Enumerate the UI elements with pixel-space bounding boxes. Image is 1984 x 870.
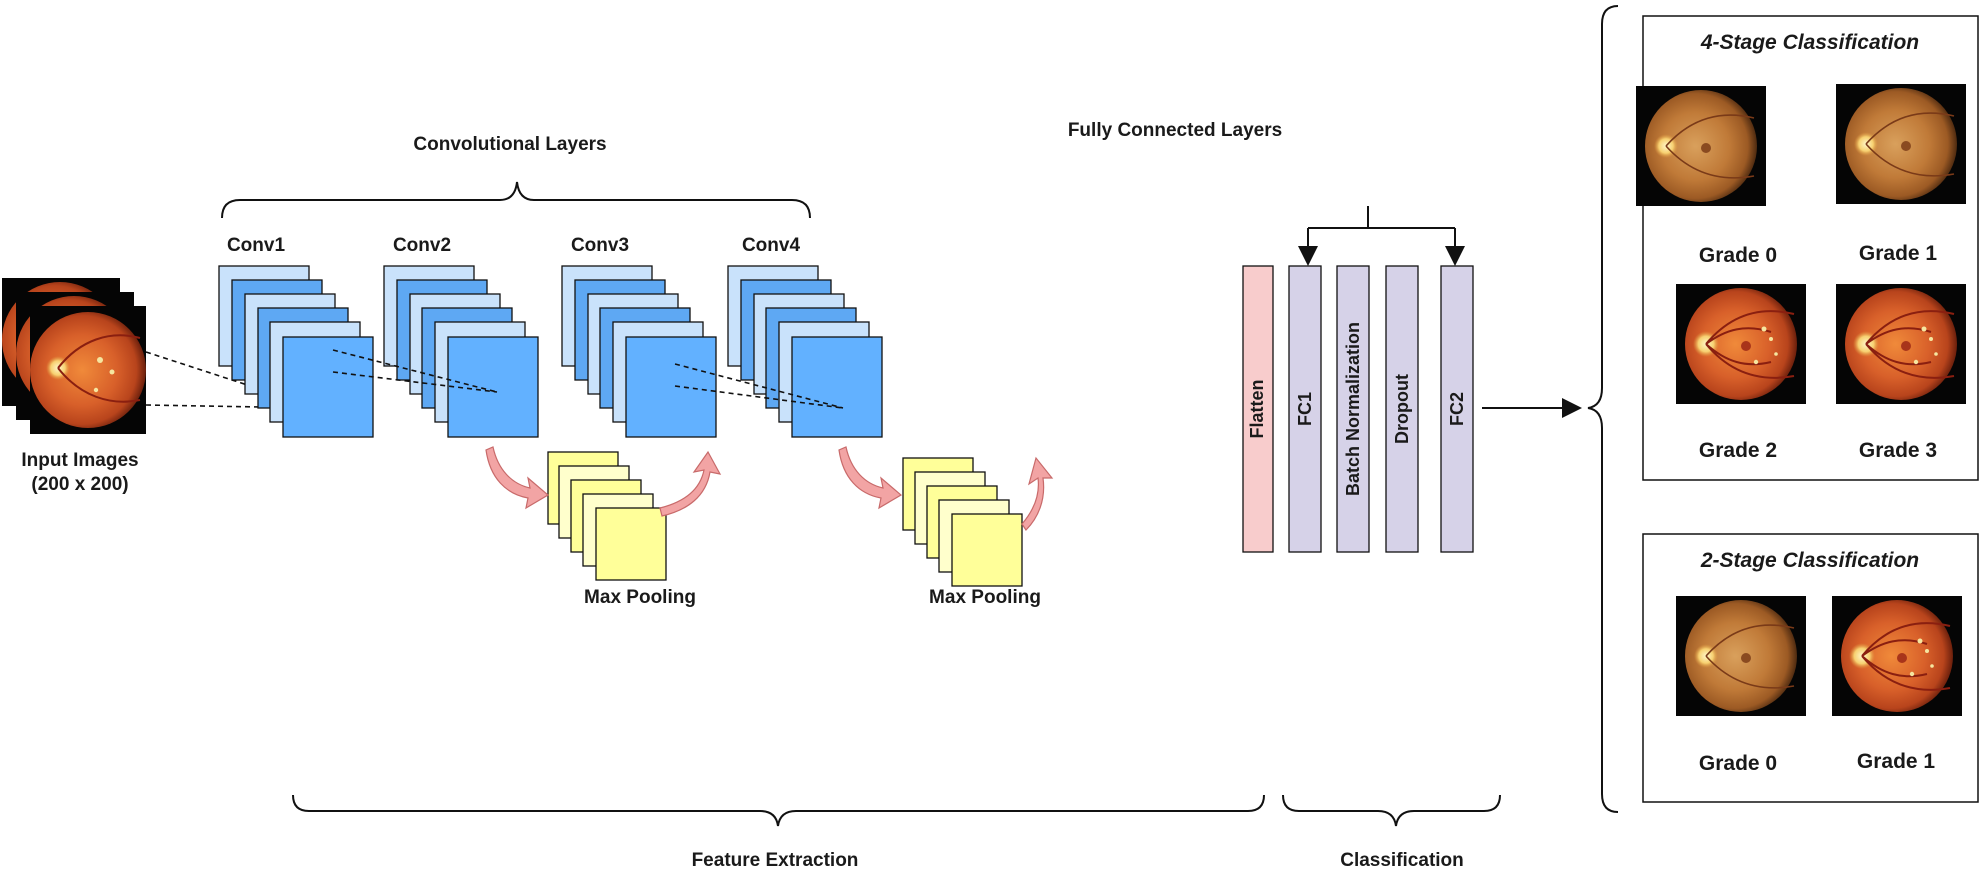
dropout-layer: Dropout <box>1385 265 1419 553</box>
flatten-layer: Flatten <box>1242 265 1274 553</box>
fc-group-label: Fully Connected Layers <box>1068 120 1282 141</box>
curved-arrow-icon <box>659 450 722 517</box>
stage4-panel: 4-Stage Classification Grade 0 Grade 1 G… <box>1635 15 1979 481</box>
conv-connection-lines <box>332 349 844 409</box>
grade-label: Grade 0 <box>1699 752 1777 775</box>
stage4-grade2: Grade 2 <box>1675 283 1807 462</box>
maxpool1-block: Max Pooling <box>547 451 696 608</box>
stage2-grade0: Grade 0 <box>1675 595 1807 775</box>
pool-map <box>951 513 1023 587</box>
fundus-image <box>1835 283 1967 405</box>
batchnorm-layer: Batch Normalization <box>1336 265 1370 553</box>
fc-layers: Flatten FC1 Batch Normalization Dropout … <box>1242 265 1474 553</box>
conv1-block: Conv1 <box>218 235 374 438</box>
input-size: (200 x 200) <box>31 474 128 495</box>
curved-arrow-icon <box>838 446 903 510</box>
fc-branch-arrows <box>1298 206 1465 266</box>
stage2-grade1: Grade 1 <box>1831 595 1963 773</box>
fundus-image <box>1835 83 1967 205</box>
output-brace <box>1587 5 1619 813</box>
fc2-layer: FC2 <box>1440 265 1474 553</box>
conv-group-brace <box>221 181 811 219</box>
feature-map <box>625 336 717 438</box>
fc1-label: FC1 <box>1295 392 1315 426</box>
classification-brace <box>1282 794 1501 827</box>
fc2-label: FC2 <box>1447 392 1467 426</box>
fundus-image <box>1675 595 1807 717</box>
input-image-front <box>30 306 146 434</box>
input-title: Input Images <box>21 450 138 471</box>
conv2-label: Conv2 <box>393 235 451 256</box>
fundus-image <box>1675 283 1807 405</box>
stage4-grade3: Grade 3 <box>1835 283 1967 462</box>
grade-label: Grade 1 <box>1859 242 1938 265</box>
stage2-panel: 2-Stage Classification Grade 0 Grade 1 <box>1642 533 1979 803</box>
grade-label: Grade 1 <box>1857 750 1936 773</box>
grade-label: Grade 3 <box>1859 439 1937 462</box>
grade-label: Grade 2 <box>1699 439 1777 462</box>
feature-map <box>791 336 883 438</box>
grade-label: Grade 0 <box>1699 244 1777 267</box>
dropout-label: Dropout <box>1392 374 1412 444</box>
flatten-label: Flatten <box>1247 379 1267 438</box>
curved-arrow-icon <box>485 446 550 510</box>
conv-group-label: Convolutional Layers <box>413 134 606 155</box>
feature-extraction-label: Feature Extraction <box>692 850 859 870</box>
conv1-label: Conv1 <box>227 235 286 256</box>
maxpool2-label: Max Pooling <box>929 587 1041 608</box>
conv2-block: Conv2 <box>383 235 539 438</box>
maxpool2-block: Max Pooling <box>902 457 1041 608</box>
conv3-label: Conv3 <box>571 235 629 256</box>
conv3-block: Conv3 <box>561 235 717 438</box>
feature-extraction-brace <box>292 794 1265 827</box>
maxpool1-label: Max Pooling <box>584 587 696 608</box>
fc1-layer: FC1 <box>1288 265 1322 553</box>
conv4-label: Conv4 <box>742 235 801 256</box>
stage2-title: 2-Stage Classification <box>1700 549 1919 572</box>
conv4-block: Conv4 <box>727 235 883 438</box>
stage4-grade0: Grade 0 <box>1635 85 1777 267</box>
pool-map <box>595 507 667 581</box>
batchnorm-label: Batch Normalization <box>1343 322 1363 496</box>
feature-map <box>447 336 539 438</box>
stage4-grade1: Grade 1 <box>1835 83 1967 265</box>
fundus-image <box>1635 85 1767 207</box>
input-images-stack: Input Images (200 x 200) <box>2 278 146 495</box>
classification-label: Classification <box>1340 850 1464 870</box>
curved-arrow-icon <box>1021 456 1054 531</box>
stage4-title: 4-Stage Classification <box>1700 31 1919 54</box>
feature-map <box>282 336 374 438</box>
fundus-image <box>1831 595 1963 717</box>
curved-arrows <box>485 446 1054 531</box>
